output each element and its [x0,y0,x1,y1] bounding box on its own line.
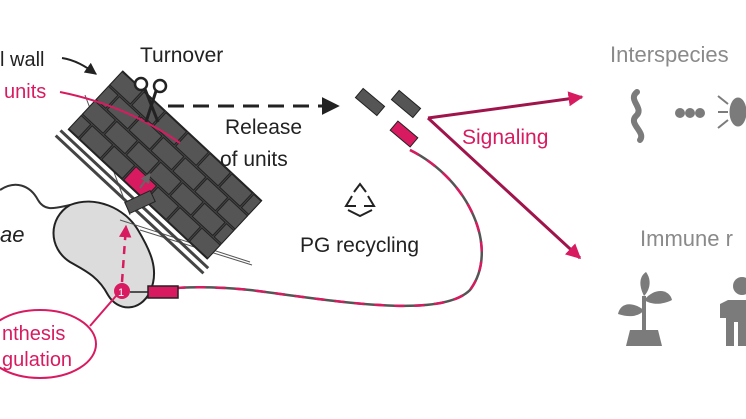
insert-arrow [139,173,151,189]
step-number: 1 [118,287,124,299]
synthesis-bubble-pointer [89,295,117,327]
wall-unit [174,132,210,167]
wall-unit [172,157,207,191]
wall-unit [79,125,114,159]
wall-unit [213,222,235,245]
wall-unit [109,70,144,105]
cell-wall-pointer [61,57,97,75]
cell-wall-label: l wall [0,49,44,71]
release-label-1: Release [225,116,302,139]
signaling-arrow-up [427,91,584,120]
immune-label: Immune r [640,226,733,251]
synthesis-arrow [118,224,132,283]
step-marker [114,283,130,299]
diplococcus-icon [675,108,705,118]
wall-unit [216,198,249,230]
wall-unit [128,116,163,150]
plant-icon [618,272,672,346]
wall-unit [81,100,117,134]
wall-unit [103,120,138,155]
cell-type-label: ae [0,222,24,247]
signaling-arrow-down [426,116,582,260]
wall-unit [169,182,204,216]
units-pointer [59,91,181,144]
bacterium-icon [630,89,645,143]
wall-unit [194,177,229,212]
units-label: units [4,81,46,103]
recycling-loop-accent [159,148,483,308]
synthesis-label-1: nthesis [2,323,65,345]
wall-unit [106,95,141,130]
zoom-line-mid [119,219,251,263]
recycle-icon [344,182,376,218]
wall-unit [240,193,262,216]
insect-icon [717,95,746,129]
turnover-label: Turnover [140,44,223,67]
pg-recycling-label: PG recycling [300,234,419,257]
interspecies-label: Interspecies [610,42,729,67]
wall-unit [101,145,136,180]
synthesis-label-2: gulation [2,349,72,371]
release-label-2: of units [220,148,288,171]
host-outline [0,183,71,210]
wall-unit [188,227,221,260]
released-units [354,87,422,148]
wall-unit [196,152,232,187]
inserting-unit [124,189,156,215]
wall-unit [153,111,188,146]
human-icon [720,277,746,346]
signaling-label: Signaling [462,126,548,149]
synthesis-regulation-bubble [0,309,97,379]
wall-unit [125,141,160,175]
wall-unit [191,202,226,237]
scissors-icon [133,76,168,123]
wall-unit [68,114,92,139]
wall-unit [147,161,182,196]
wall-unit [150,136,185,171]
wall-unit [218,173,254,207]
wall-unit [166,206,202,241]
incoming-unit [147,285,179,299]
